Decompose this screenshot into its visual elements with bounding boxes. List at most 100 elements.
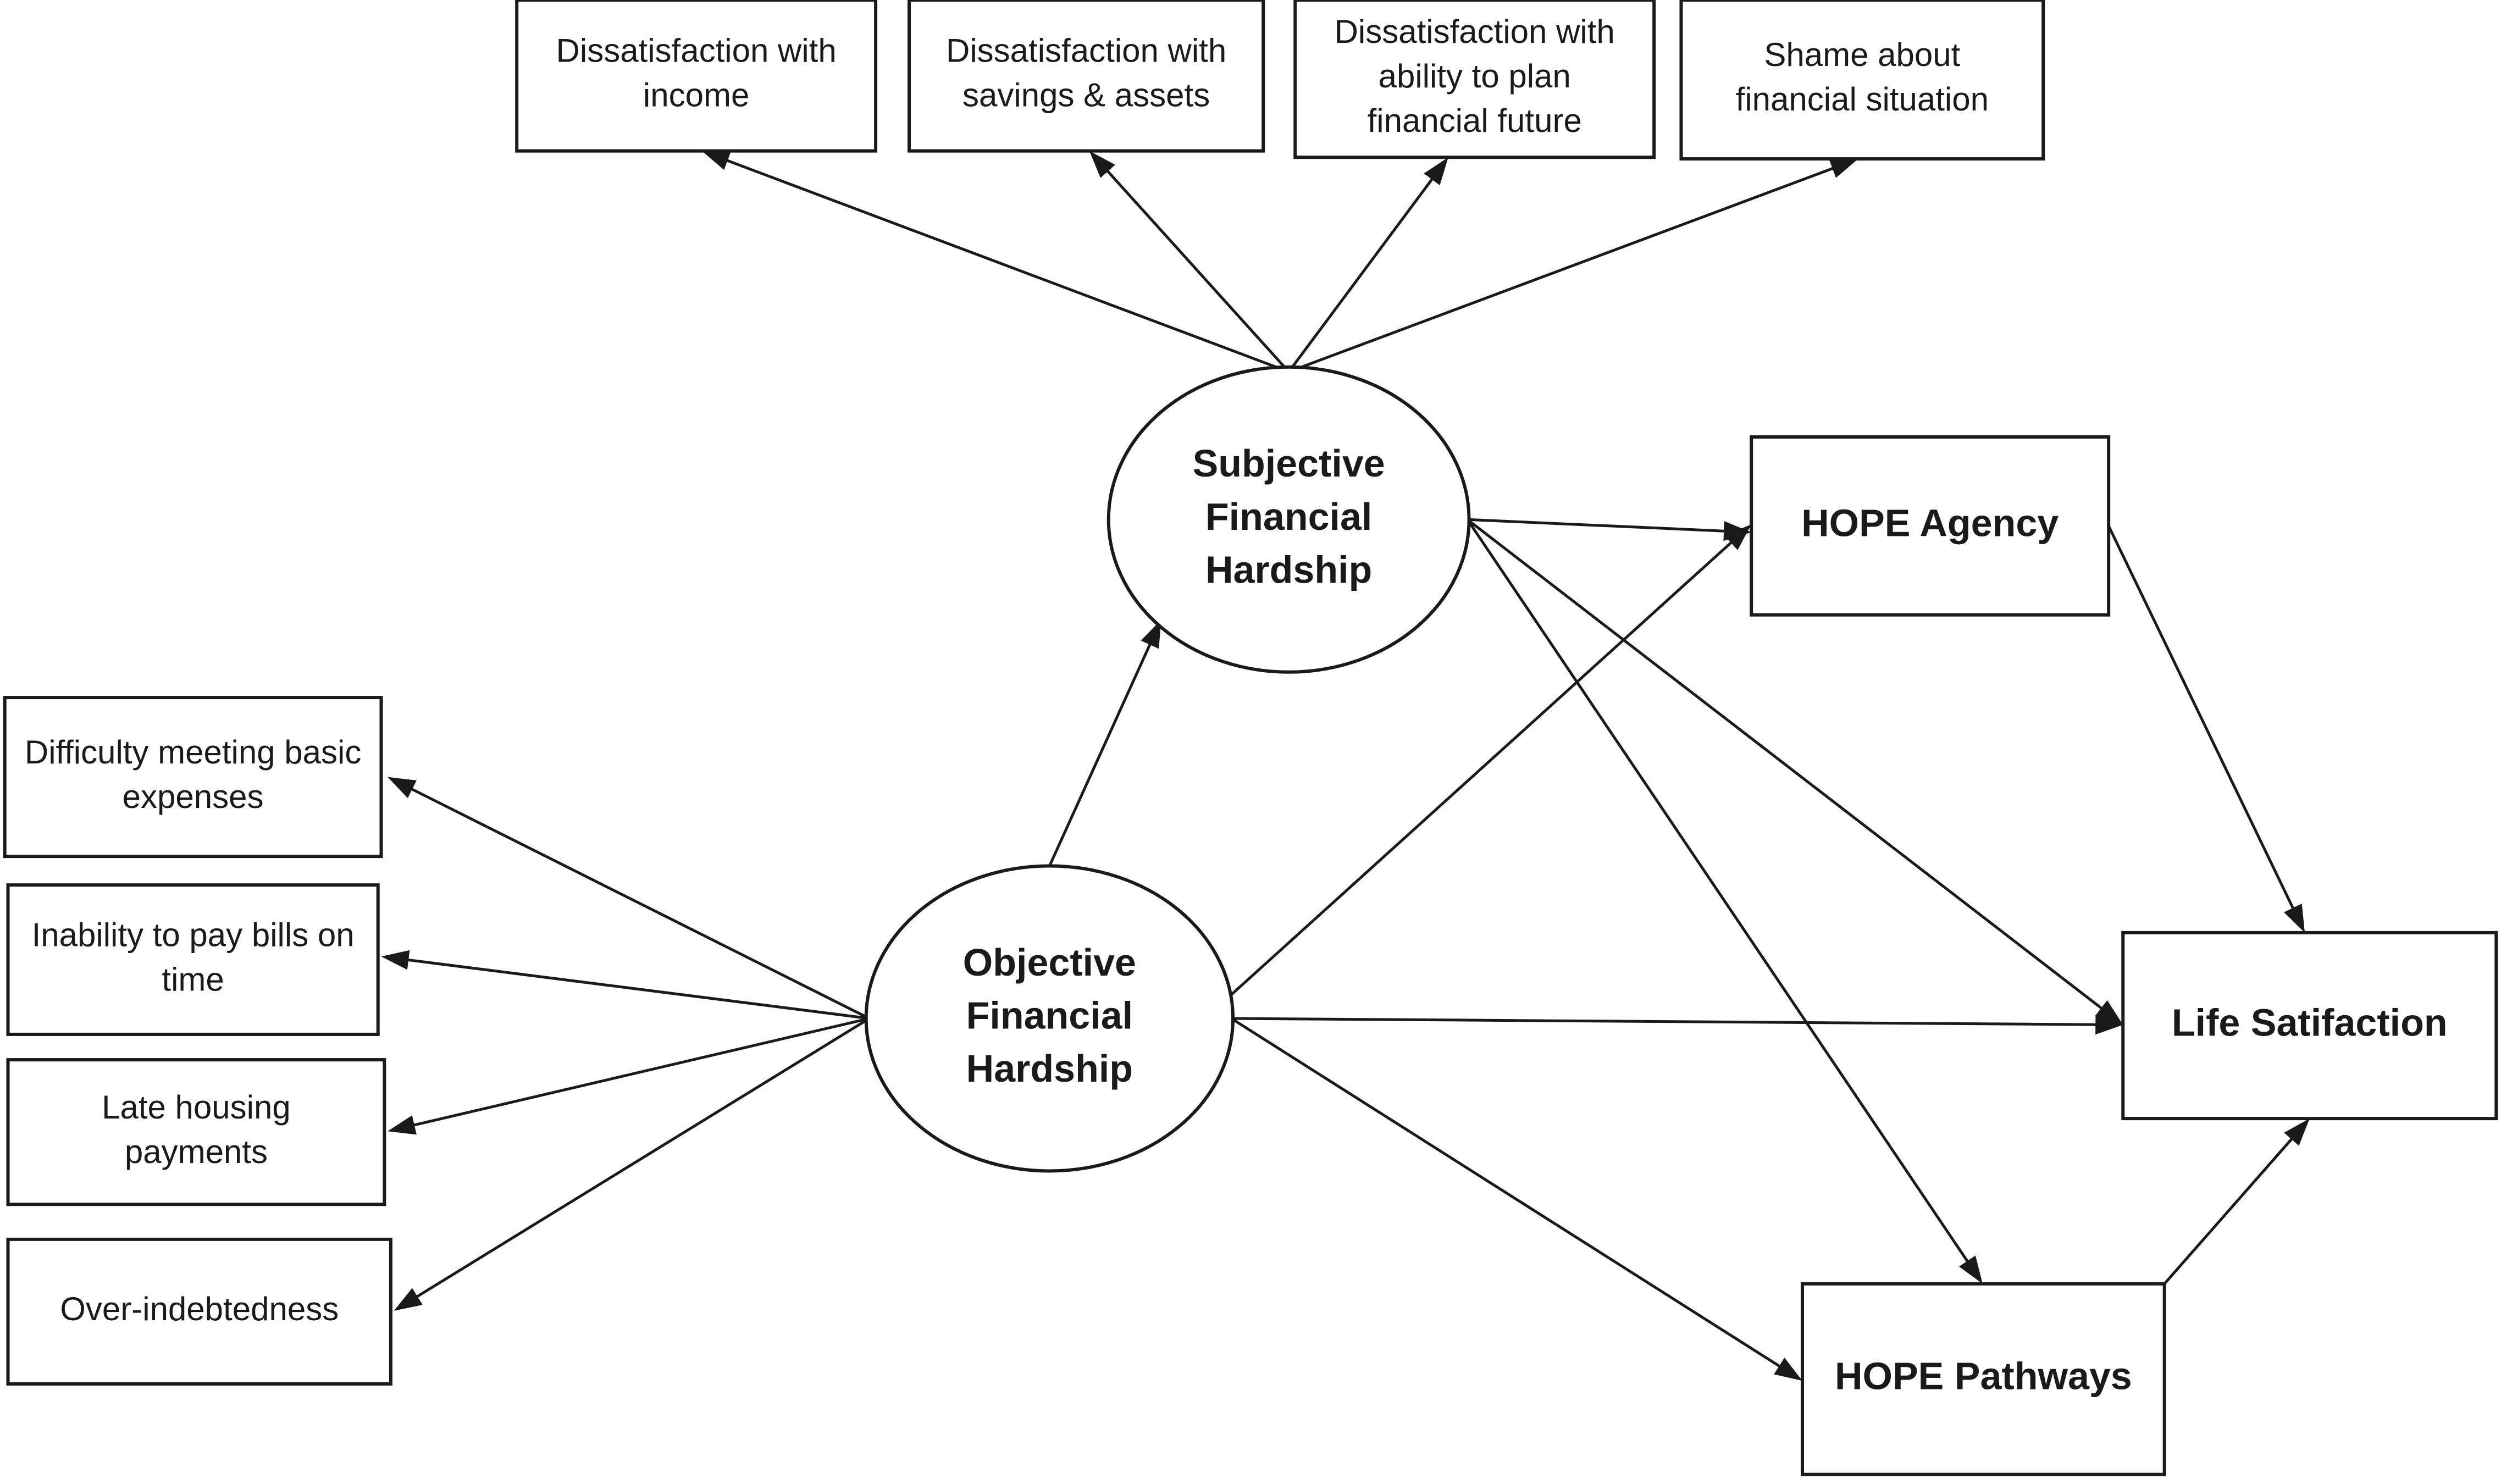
- arrowhead-icon: [388, 777, 417, 799]
- node-box: [908, 0, 1265, 153]
- arrowhead-icon: [1424, 157, 1448, 186]
- arrowhead-icon: [2284, 904, 2305, 933]
- node-label-line: Late housing: [102, 1089, 291, 1126]
- edge-subjective-to-subj_ind_plan: [1287, 157, 1448, 373]
- node-box: [1750, 435, 2111, 617]
- node-label-line: Dissatisfaction with: [946, 32, 1226, 69]
- edge-objective-to-subjective: [1048, 619, 1161, 867]
- node-box: [2121, 931, 2498, 1121]
- node-label-line: Dissatisfaction with: [556, 32, 837, 69]
- edge-subjective-to-subj_ind_income: [701, 151, 1290, 373]
- node-label-line: HOPE Pathways: [1835, 1355, 2132, 1398]
- edge-line: [1288, 166, 1836, 373]
- edge-subjective-to-subj_ind_shame: [1288, 159, 1858, 373]
- node-box: [6, 1058, 386, 1206]
- node-box: [3, 696, 383, 859]
- edge-subjective-to-hope_agency: [1467, 518, 1752, 541]
- node-label-line: Inability to pay bills on: [32, 916, 355, 953]
- edge-hope_agency-to-life_satisfaction: [2107, 525, 2305, 933]
- edge-line: [411, 1017, 870, 1127]
- edge-line: [1048, 641, 1153, 867]
- arrowhead-icon: [701, 151, 731, 170]
- arrowhead-icon: [1141, 619, 1161, 649]
- edge-line: [405, 958, 870, 1020]
- node-subj-ind-plan: Dissatisfaction with ability to plan finan…: [1293, 0, 1656, 159]
- edge-subjective-to-subj_ind_savings: [1089, 151, 1290, 373]
- node-obj-ind-housing: Late housing payments: [6, 1058, 386, 1206]
- node-subj-ind-savings: Dissatisfaction with savings & assets: [908, 0, 1265, 153]
- arrowhead-icon: [1089, 151, 1115, 178]
- edge-line: [2163, 1136, 2295, 1285]
- node-label-line: savings & assets: [962, 77, 1210, 114]
- node-label-line: ability to plan: [1379, 58, 1571, 95]
- node-life-satisfaction: Life Satifaction: [2121, 931, 2498, 1121]
- node-hope-pathways: HOPE Pathways: [1801, 1282, 2166, 1476]
- node-ellipse: [1106, 365, 1471, 674]
- arrowhead-icon: [388, 1115, 417, 1135]
- node-label-line: Financial: [966, 994, 1133, 1037]
- node-box: [1679, 0, 2045, 161]
- edges-layer: [381, 151, 2310, 1381]
- edge-objective-to-obj_ind_bills: [381, 950, 870, 1020]
- edge-objective-to-obj_ind_debt: [394, 1017, 870, 1311]
- edge-line: [1104, 168, 1290, 373]
- arrowhead-icon: [1723, 521, 1752, 541]
- edge-line: [1230, 1017, 1783, 1369]
- edge-subjective-to-hope_pathways: [1466, 518, 1983, 1284]
- edge-line: [1230, 539, 1735, 996]
- node-label-line: expenses: [123, 778, 264, 815]
- node-label-line: Life Satifaction: [2172, 1001, 2448, 1044]
- arrowhead-icon: [2095, 1015, 2123, 1035]
- node-label-line: Difficulty meeting basic: [25, 734, 361, 771]
- arrowhead-icon: [1829, 159, 1858, 178]
- node-subj-ind-income: Dissatisfaction with income: [515, 0, 878, 153]
- node-label-line: Hardship: [966, 1047, 1133, 1090]
- node-ellipse: [864, 864, 1235, 1173]
- node-label-line: Subjective: [1193, 442, 1385, 485]
- node-box: [1293, 0, 1656, 159]
- edge-line: [2107, 525, 2296, 912]
- node-label-line: financial situation: [1736, 81, 1989, 118]
- arrowhead-icon: [2095, 1000, 2123, 1025]
- edge-line: [408, 787, 870, 1020]
- edge-objective-to-obj_ind_basic: [388, 777, 870, 1020]
- node-label-line: Hardship: [1205, 548, 1372, 591]
- node-hope-agency: HOPE Agency: [1750, 435, 2111, 617]
- node-label-line: financial future: [1368, 102, 1582, 139]
- node-label-line: income: [643, 77, 749, 114]
- edge-subjective-to-life_satisfaction: [1467, 518, 2123, 1025]
- arrowhead-icon: [1774, 1358, 1802, 1381]
- node-label-line: payments: [125, 1133, 268, 1170]
- edge-objective-to-hope_pathways: [1230, 1017, 1802, 1381]
- edge-line: [1287, 176, 1435, 373]
- node-box: [6, 883, 380, 1036]
- edge-hope_pathways-to-life_satisfaction: [2163, 1118, 2310, 1285]
- arrowhead-icon: [2284, 1118, 2310, 1146]
- edge-objective-to-life_satisfaction: [1231, 1015, 2123, 1035]
- node-label-line: Shame about: [1764, 36, 1960, 73]
- node-label-line: Dissatisfaction with: [1335, 13, 1615, 50]
- edge-line: [1467, 518, 1728, 533]
- node-label-line: Financial: [1205, 495, 1372, 538]
- node-label-line: Objective: [963, 941, 1136, 984]
- node-obj-ind-debt: Over-indebtedness: [6, 1237, 392, 1386]
- edge-line: [724, 158, 1290, 373]
- arrowhead-icon: [394, 1288, 423, 1311]
- edge-line: [413, 1017, 870, 1299]
- node-box: [515, 0, 878, 153]
- node-box: [1801, 1282, 2166, 1476]
- edge-line: [1231, 1017, 2099, 1026]
- node-label-line: Over-indebtedness: [60, 1291, 339, 1327]
- edge-objective-to-obj_ind_housing: [388, 1017, 870, 1135]
- arrowhead-icon: [381, 950, 410, 970]
- edge-line: [1467, 518, 2105, 1011]
- node-obj-ind-basic: Difficulty meeting basic expenses: [3, 696, 383, 859]
- node-box: [6, 1237, 392, 1386]
- nodes-layer: Dissatisfaction withincomeDissatisfactio…: [3, 0, 2498, 1476]
- node-subj-ind-shame: Shame about financial situation: [1679, 0, 2045, 161]
- arrowhead-icon: [1959, 1255, 1983, 1284]
